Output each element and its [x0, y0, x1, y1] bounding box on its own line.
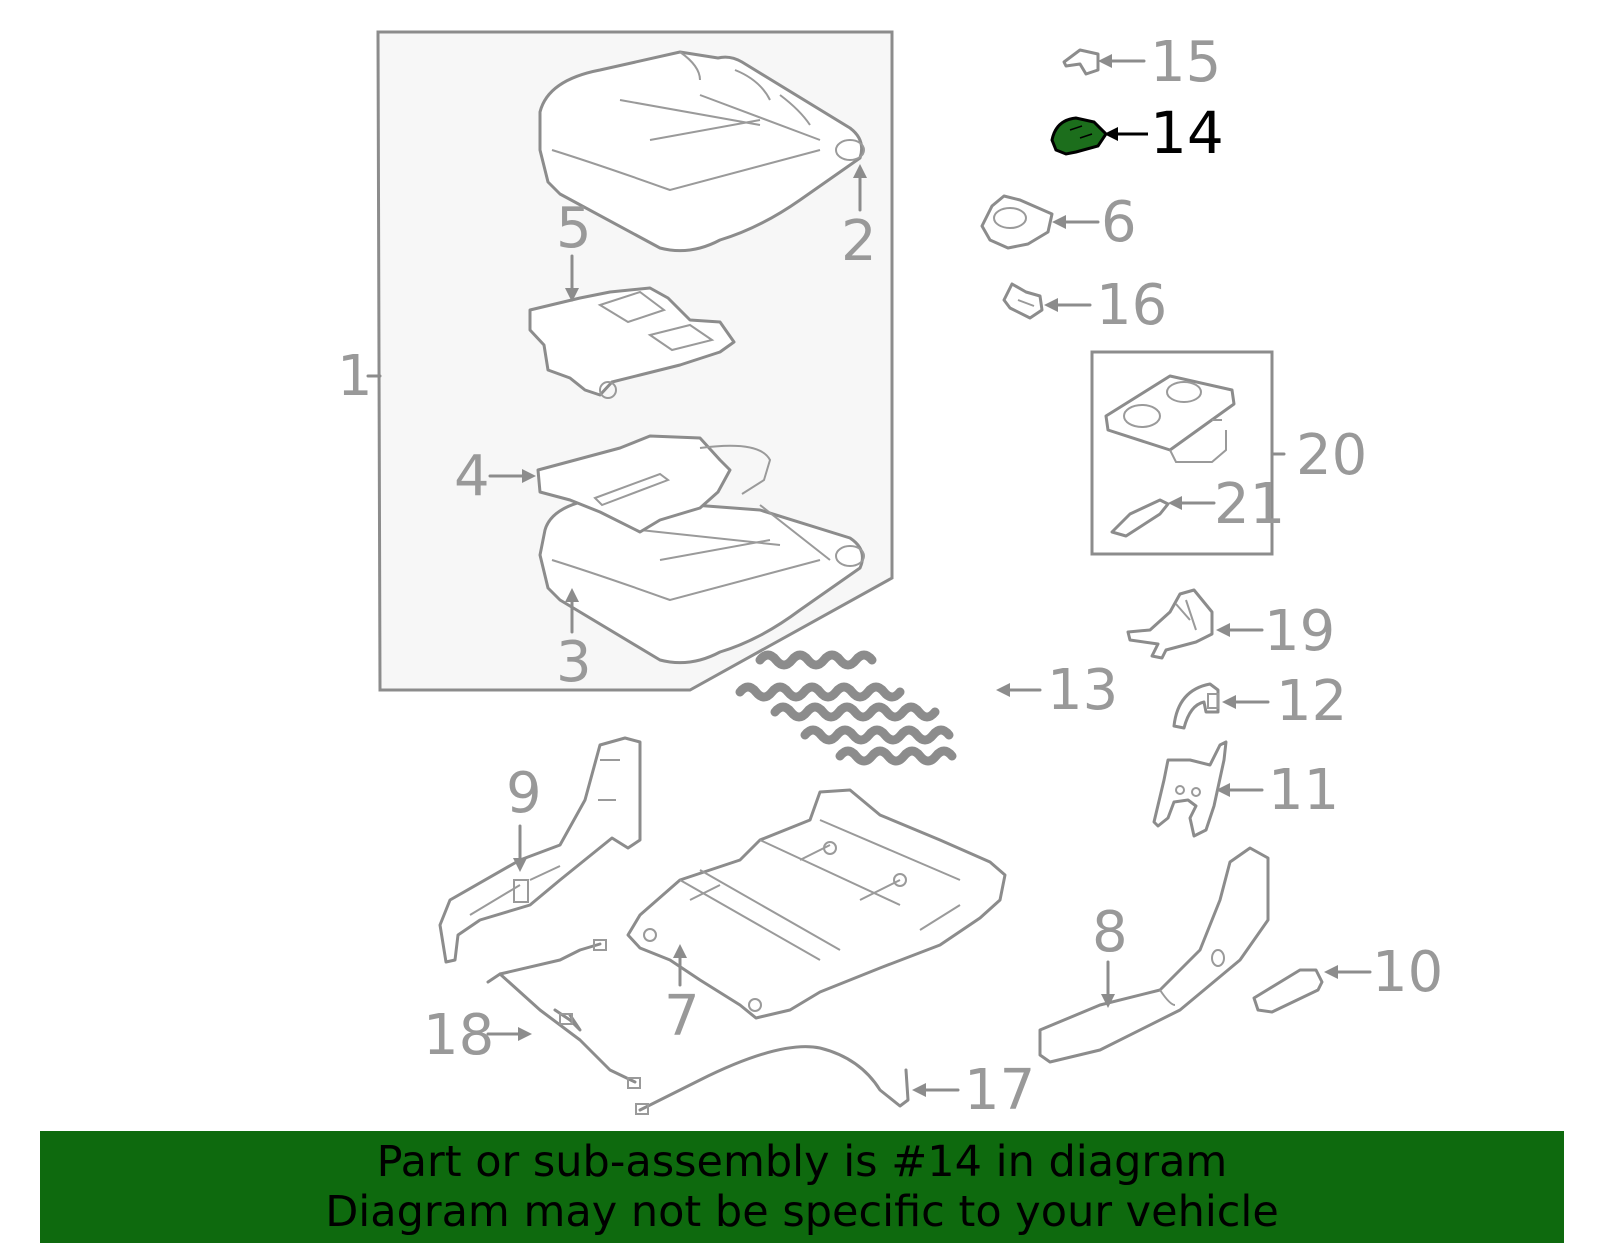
part-6-guide[interactable]	[980, 194, 1054, 250]
part-16-clip[interactable]	[1002, 282, 1044, 320]
callout-20: 20	[1296, 423, 1367, 488]
callout-11: 11	[1268, 758, 1339, 823]
callout-3: 3	[556, 630, 592, 695]
callout-7: 7	[664, 984, 700, 1049]
part-18-wire-harness[interactable]	[486, 939, 641, 1089]
part-4-heater-element[interactable]	[536, 434, 772, 534]
callout-10: 10	[1372, 940, 1443, 1005]
banner-line-2: Diagram may not be specific to your vehi…	[325, 1187, 1279, 1237]
callout-13: 13	[1047, 658, 1118, 723]
part-2-seat-cover[interactable]	[538, 50, 865, 253]
part-12-clip[interactable]	[1172, 682, 1220, 730]
callout-12: 12	[1276, 669, 1347, 734]
callout-14: 14	[1150, 99, 1224, 167]
part-19-lever[interactable]	[1126, 588, 1214, 660]
callout-19: 19	[1264, 599, 1335, 664]
part-5-heater-pad[interactable]	[528, 286, 736, 399]
part-20-tray[interactable]	[1104, 374, 1236, 463]
callout-9: 9	[506, 761, 542, 826]
callout-1: 1	[337, 344, 373, 409]
callout-21: 21	[1214, 472, 1285, 537]
part-14-highlighted[interactable]	[1050, 116, 1108, 156]
callout-17: 17	[964, 1058, 1035, 1123]
part-21-clip[interactable]	[1110, 498, 1170, 538]
callout-8: 8	[1092, 900, 1128, 965]
part-13-springs[interactable]	[735, 650, 957, 766]
callout-5: 5	[556, 196, 592, 261]
part-9-side-trim[interactable]	[438, 736, 642, 964]
banner-line-1: Part or sub-assembly is #14 in diagram	[376, 1137, 1228, 1187]
callout-4: 4	[454, 444, 490, 509]
part-11-bracket[interactable]	[1152, 740, 1228, 838]
callout-2: 2	[841, 209, 877, 274]
callout-18: 18	[423, 1003, 494, 1068]
part-8-side-shield[interactable]	[1038, 846, 1270, 1064]
part-7-seat-frame[interactable]	[626, 788, 1007, 1020]
callout-16: 16	[1096, 273, 1167, 338]
callout-15: 15	[1150, 30, 1221, 95]
part-10-knob[interactable]	[1252, 968, 1324, 1014]
part-17-cable[interactable]	[635, 1045, 910, 1115]
info-banner: Part or sub-assembly is #14 in diagram D…	[40, 1131, 1564, 1243]
callout-6: 6	[1101, 190, 1137, 255]
part-15-clip[interactable]	[1062, 48, 1100, 76]
